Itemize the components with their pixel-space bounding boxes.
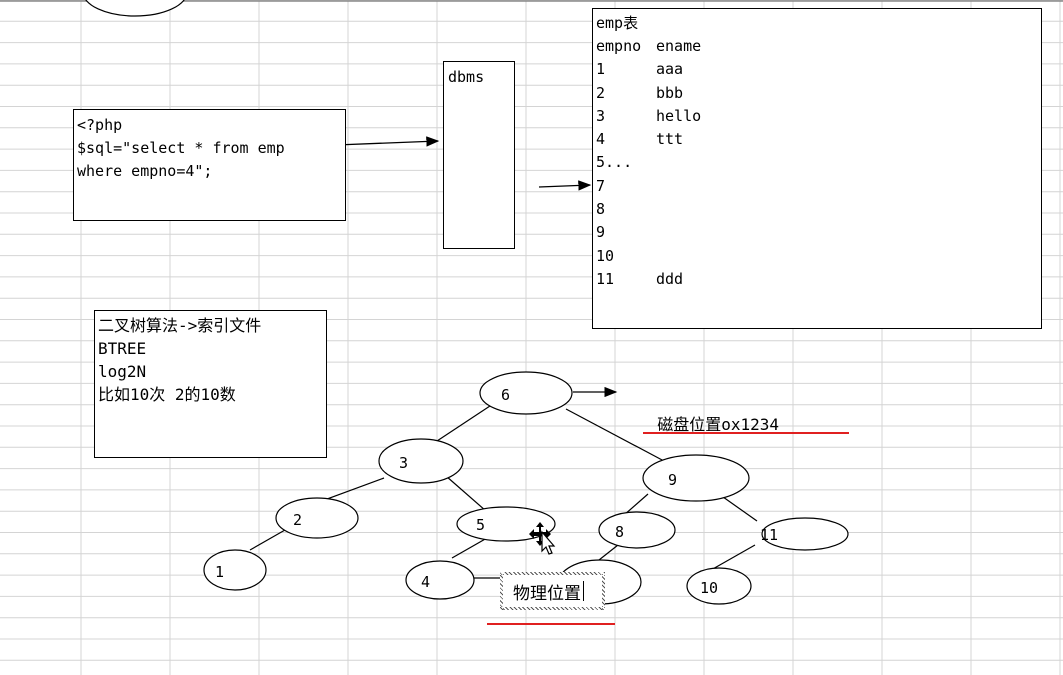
arrows (335, 136, 618, 398)
emp-cell-empno: 8 (596, 200, 606, 219)
emp-table-row: 1 aaa (596, 58, 1038, 81)
emp-cell-empno: 1 (596, 60, 606, 79)
emp-cell-ename: bbb (656, 83, 684, 102)
arrow-dbms-to-table (538, 180, 592, 191)
tree-node: 10 (686, 567, 752, 605)
tree-edge (436, 401, 497, 442)
emp-table-row: 10 (596, 245, 1038, 268)
physical-location-underline (487, 623, 615, 625)
note-line-3: log2N (98, 362, 147, 381)
dbms-box: dbms (443, 61, 515, 249)
tree-node: 9 (642, 454, 750, 502)
physical-location-textbox[interactable]: 物理位置 (500, 572, 605, 610)
emp-cell-empno: 2 (596, 83, 606, 102)
move-cursor-icon (529, 522, 556, 555)
partial-ellipse-top (85, 0, 185, 17)
emp-cell-ename: ttt (656, 130, 684, 149)
tree-node: 11 (760, 517, 849, 551)
php-line-1: <?php (77, 116, 123, 134)
emp-table-row: 8 (596, 198, 1038, 221)
tree-node-ellipse (479, 371, 573, 415)
emp-table-box: emp表 empno ename 1 aaa 2 bbb 3 hello 4 ttt 5... 7… (592, 8, 1042, 329)
tree-edge (249, 529, 286, 551)
note-line-1: 二叉树算法->索引文件 (98, 316, 262, 335)
tree-node-ellipse (405, 560, 475, 600)
tree-node-ellipse (378, 438, 464, 484)
tree-node: 8 (598, 511, 676, 549)
tree-node-label: 3 (399, 454, 408, 472)
tree-node: 2 (275, 497, 359, 539)
tree-node-ellipse (642, 454, 750, 502)
tree-node-label: 2 (293, 511, 302, 529)
tree-edge (710, 544, 756, 571)
text-cursor (583, 581, 584, 601)
emp-cell-empno: 4 (596, 130, 606, 149)
emp-cell-empno: 5... (596, 153, 633, 172)
note-line-4: 比如10次 2的10数 (98, 385, 236, 404)
note-line-2: BTREE (98, 339, 147, 358)
tree-node-label: 4 (421, 573, 430, 591)
emp-table-row: 2 bbb (596, 82, 1038, 105)
dbms-label: dbms (448, 68, 485, 86)
tree-node-ellipse (686, 567, 752, 605)
btree-note-box: 二叉树算法->索引文件 BTREE log2N 比如10次 2的10数 (94, 310, 327, 458)
emp-cell-empno: 3 (596, 106, 606, 125)
tree-node-label: 11 (760, 526, 778, 544)
tree-node: 3 (378, 438, 464, 484)
header-ename: ename (656, 37, 702, 55)
emp-cell-empno: 9 (596, 223, 606, 242)
emp-cell-ename: aaa (656, 60, 684, 79)
tree-node-label: 10 (700, 579, 718, 597)
tree-node-label: 1 (215, 563, 224, 581)
emp-cell-ename: ddd (656, 269, 684, 288)
tree-node: 1 (203, 549, 267, 591)
tree-node-ellipse (761, 517, 849, 551)
tree-edge (445, 475, 487, 512)
emp-table-header: empno ename (596, 35, 1038, 58)
tree-edge (451, 537, 488, 559)
php-line-2: $sql="select * from emp (77, 139, 285, 157)
php-line-3: where empno=4"; (77, 162, 213, 180)
emp-table-row: 3 hello (596, 105, 1038, 128)
emp-table-row: 7 (596, 175, 1038, 198)
emp-table-row: 5... (596, 151, 1038, 174)
emp-table-row: 4 ttt (596, 128, 1038, 151)
tree-node: 4 (405, 560, 475, 600)
tree-edge (565, 408, 665, 462)
tree-node-ellipse (275, 497, 359, 539)
arrow-php-to-dbms (335, 136, 440, 147)
emp-table-title: emp表 (596, 14, 639, 32)
php-code-box: <?php $sql="select * from emp where empn… (73, 109, 346, 221)
tree-node: 6 (479, 371, 573, 415)
emp-table-row: 9 (596, 221, 1038, 244)
disk-location-underline (643, 432, 849, 434)
tree-node-label: 6 (501, 386, 510, 404)
emp-table-rows: 1 aaa 2 bbb 3 hello 4 ttt 5... 7 8 9 10 11 ddd (596, 58, 1038, 291)
tree-node-label: 8 (615, 523, 624, 541)
emp-cell-ename: hello (656, 106, 702, 125)
tree-node-label: 9 (668, 471, 677, 489)
emp-cell-empno: 11 (596, 269, 615, 288)
emp-cell-empno: 10 (596, 246, 615, 265)
tree-node-label: 5 (476, 516, 485, 534)
emp-cell-empno: 7 (596, 176, 606, 195)
tree-node-ellipse (203, 549, 267, 591)
header-empno: empno (596, 37, 642, 55)
tree-node-ellipse (598, 511, 676, 549)
physical-location-text: 物理位置 (513, 583, 581, 604)
disk-location-text: 磁盘位置ox1234 (657, 415, 780, 434)
disk-location-label: 磁盘位置ox1234 (638, 392, 858, 435)
emp-table-row: 11 ddd (596, 268, 1038, 291)
